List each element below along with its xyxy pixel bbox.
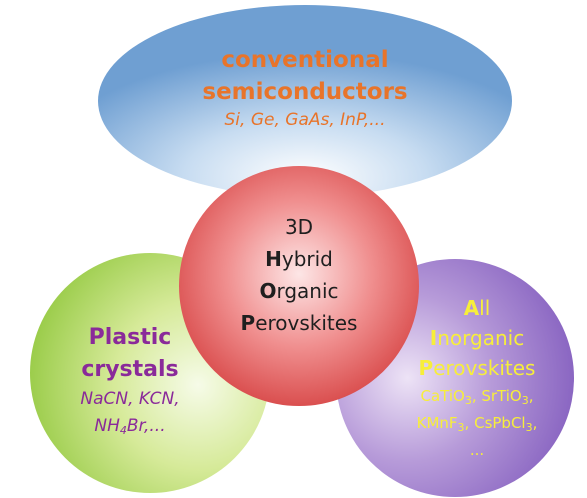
right-compounds-line1: CaTiO3, SrTiO3,: [420, 387, 534, 407]
center-label: 3D Hybrid Organic Perovskites: [224, 211, 374, 339]
top-examples: Si, Ge, GaAs, InP,...: [224, 110, 386, 130]
center-line4: Perovskites: [240, 311, 358, 335]
left-title-line1: Plastic: [88, 325, 172, 350]
top-label: conventional semiconductors Si, Ge, GaAs…: [200, 44, 410, 132]
right-compounds-line3: ...: [469, 441, 485, 459]
right-line2: Inorganic: [429, 326, 525, 350]
right-line3: Perovskites: [418, 356, 536, 380]
left-examples-line1: NaCN, KCN,: [80, 389, 180, 409]
right-line1: All: [463, 296, 491, 320]
center-line1: 3D: [284, 215, 314, 239]
top-ellipse: [98, 5, 512, 197]
right-compounds-line2: KMnF3, CsPbCl3,: [416, 414, 538, 434]
left-label: Plastic crystals NaCN, KCN, NH4Br,...: [55, 322, 205, 440]
top-title-line1: conventional: [221, 47, 389, 73]
center-line3: Organic: [259, 279, 339, 303]
left-examples-line2: NH4Br,...: [94, 416, 166, 437]
center-line2: Hybrid: [265, 247, 333, 271]
center-circle: [179, 166, 419, 406]
right-label: All Inorganic Perovskites CaTiO3, SrTiO3…: [384, 293, 570, 464]
left-title-line2: crystals: [81, 357, 179, 382]
top-title-line2: semiconductors: [202, 79, 408, 105]
